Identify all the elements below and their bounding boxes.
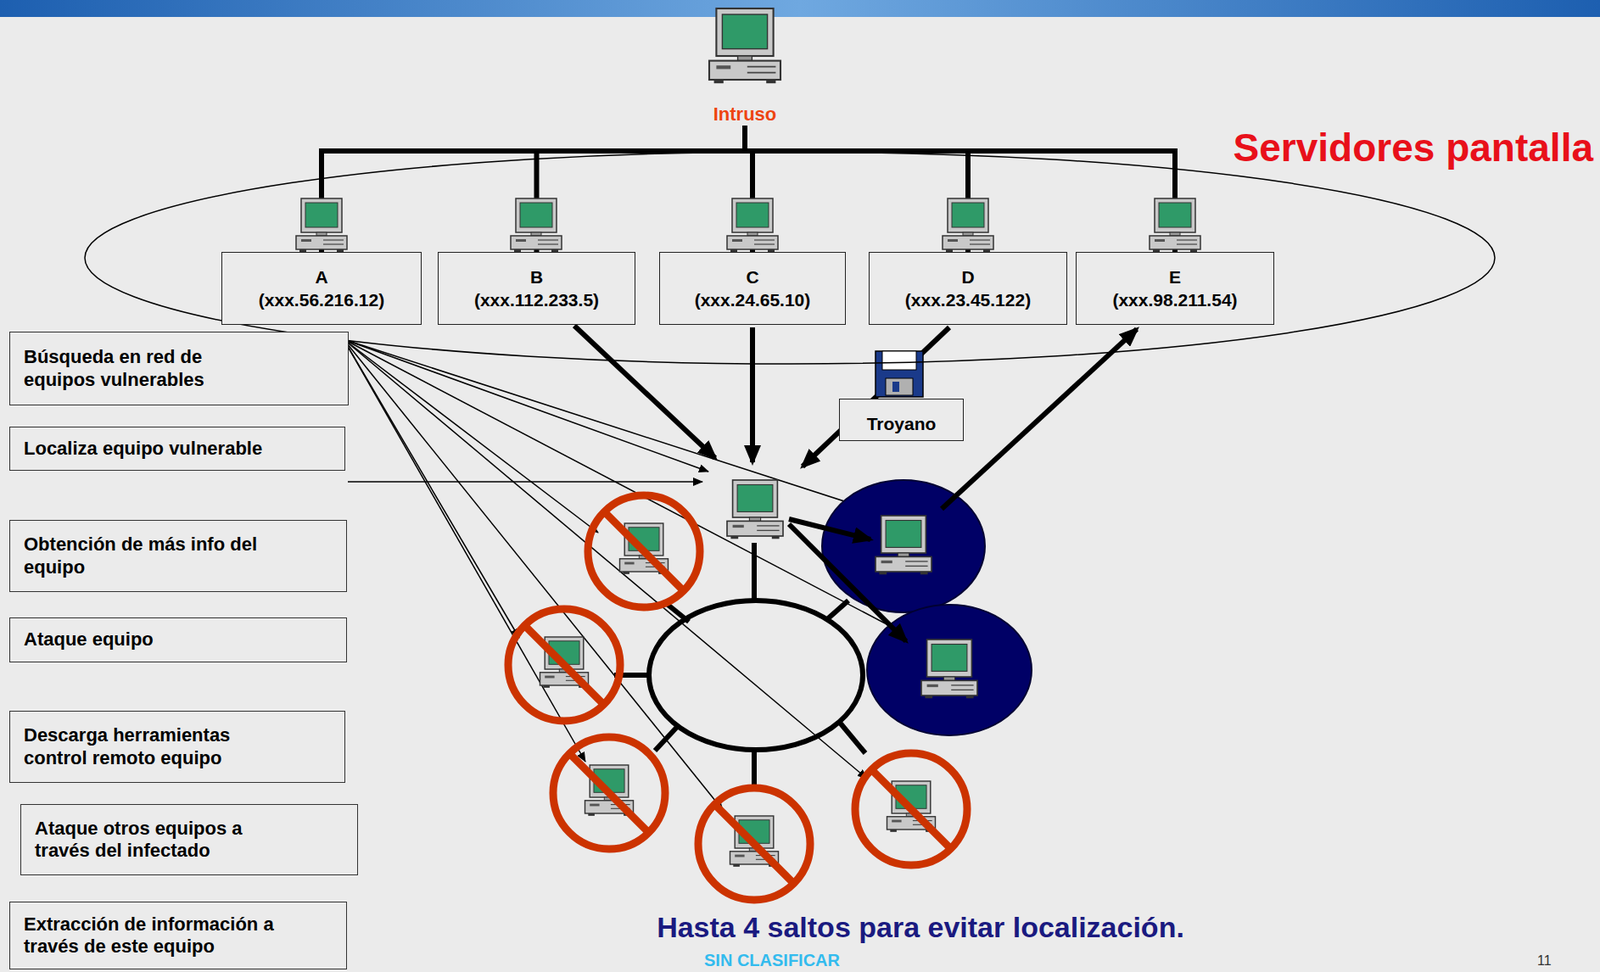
server-box: A(xxx.56.216.12)	[221, 251, 422, 325]
server-label: C	[745, 265, 759, 289]
leader-line	[343, 339, 907, 635]
bus-connector	[321, 125, 745, 252]
step-box: Descarga herramientas control remoto equ…	[9, 710, 346, 784]
computer-icon	[727, 480, 784, 539]
step-box: Extracción de información a través de es…	[9, 901, 347, 970]
computer-icon	[727, 198, 778, 252]
leader-line	[343, 339, 599, 533]
blocked-slash	[569, 753, 649, 833]
leader-line	[343, 339, 709, 472]
step-label: Ataque otros equipos a través del infect…	[34, 817, 273, 863]
step-box: Ataque otros equipos a través del infect…	[20, 804, 359, 876]
network-spoke	[751, 542, 757, 601]
hop-arrow	[574, 325, 716, 459]
bus-connector	[744, 125, 1175, 252]
network-spoke	[751, 749, 757, 789]
blocked-slash	[714, 804, 794, 884]
bus-connector	[537, 125, 746, 252]
intruder-label: Intruso	[713, 103, 778, 126]
hop-arrow	[749, 327, 756, 463]
server-box: E(xxx.98.211.54)	[1075, 251, 1275, 325]
server-box: D(xxx.23.45.122)	[868, 251, 1068, 325]
step-label: Búsqueda en red de equipos vulnerables	[23, 346, 253, 392]
hop-arrow	[941, 329, 1137, 510]
blocked-circle	[587, 495, 700, 608]
group-heading: Servidores pantalla	[1233, 127, 1594, 168]
server-box: C(xxx.24.65.10)	[659, 251, 846, 325]
step-box: Ataque equipo	[9, 617, 347, 663]
step-label: Localiza equipo vulnerable	[23, 437, 330, 460]
network-spoke	[654, 725, 679, 751]
blocked-circle	[553, 737, 666, 850]
server-label: A	[314, 265, 328, 289]
trojan-label: Troyano	[867, 412, 937, 441]
step-label: Obtención de más info del equipo	[23, 533, 287, 579]
page-number: 11	[1537, 953, 1572, 969]
server-label: D	[961, 265, 974, 289]
blocked-slash	[524, 625, 604, 705]
hop-arrow	[788, 524, 907, 642]
computer-icon	[296, 198, 347, 252]
computer-icon	[875, 515, 932, 575]
classification-mark: SIN CLASIFICAR	[602, 951, 942, 970]
server-label: (xxx.112.233.5)	[474, 288, 599, 312]
hop-arrow	[802, 327, 950, 467]
step-box: Obtención de más info del equipo	[9, 520, 347, 593]
blocked-circle	[855, 753, 968, 866]
computer-icon	[942, 198, 994, 252]
blocked-slash	[604, 511, 683, 591]
step-label: Extracción de información a través de es…	[23, 913, 304, 959]
computer-icon	[1149, 198, 1201, 252]
network-ring	[648, 600, 863, 750]
leader-line	[347, 481, 703, 483]
step-box: Búsqueda en red de equipos vulnerables	[9, 331, 349, 406]
leader-line	[343, 339, 868, 779]
step-box: Localiza equipo vulnerable	[9, 426, 346, 471]
network-spoke	[839, 722, 866, 754]
computer-icon	[709, 8, 781, 84]
compromised-circle	[822, 480, 985, 613]
server-label: (xxx.23.45.122)	[905, 288, 1031, 312]
server-box: B(xxx.112.233.5)	[437, 251, 636, 325]
trojan-box: Troyano	[839, 398, 964, 442]
network-spoke	[826, 600, 849, 621]
leader-line	[343, 339, 900, 520]
server-label: (xxx.24.65.10)	[694, 288, 812, 312]
step-label: Descarga herramientas control remoto equ…	[23, 724, 262, 770]
bus-connector	[744, 125, 968, 252]
server-label: B	[530, 265, 543, 289]
server-label: (xxx.98.211.54)	[1112, 288, 1237, 312]
blocked-slash	[871, 769, 951, 849]
network-spoke	[666, 604, 689, 622]
top-band	[0, 0, 1600, 17]
intruder-computer: Intruso	[695, 6, 795, 126]
server-label: (xxx.56.216.12)	[258, 288, 385, 312]
computer-icon	[510, 198, 562, 252]
blocked-circle	[698, 788, 811, 901]
floppy-icon	[875, 351, 924, 398]
computer-icon	[921, 639, 978, 699]
caption-note: Hasta 4 saltos para evitar localización.	[551, 911, 1290, 945]
step-label: Ataque equipo	[23, 628, 330, 651]
server-label: E	[1169, 265, 1181, 289]
blocked-circle	[508, 609, 621, 722]
